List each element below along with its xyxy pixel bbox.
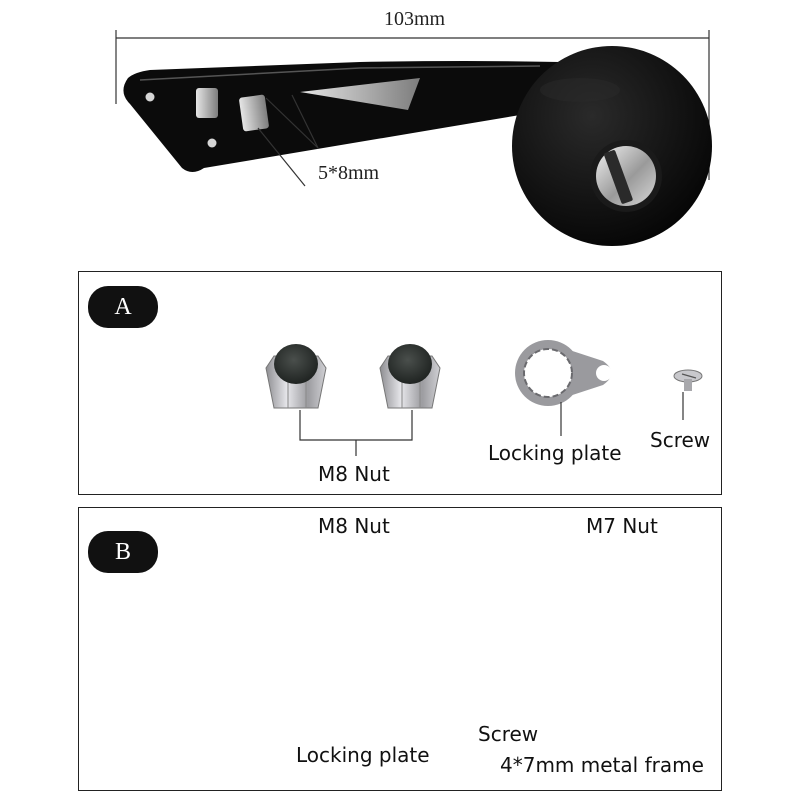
- slot-dimension-leaders: [257, 94, 319, 187]
- slot-dimension-label: 5*8mm: [318, 162, 380, 184]
- m8-nut-label: M8 Nut: [318, 514, 390, 538]
- arm-cutout: [300, 78, 420, 110]
- package-b-badge: B: [88, 531, 158, 573]
- length-dimension-label: 103mm: [384, 8, 446, 30]
- arm-hole-icon: [145, 92, 155, 102]
- handle-arm: [123, 61, 561, 172]
- metal-frame-label: 4*7mm metal frame: [500, 753, 704, 777]
- package-a-badge: A: [88, 286, 158, 328]
- arm-slot-icon: [239, 94, 269, 132]
- arm-hole-icon: [207, 138, 217, 148]
- m8-nut-icon: [379, 344, 441, 409]
- package-b-panel: [78, 507, 722, 791]
- locking-plate-label: Locking plate: [488, 441, 622, 465]
- handle-illustration: [115, 30, 712, 246]
- screw-label: Screw: [478, 722, 539, 746]
- m8-nut-icon: [265, 344, 327, 409]
- locking-plate-icon: [515, 340, 612, 406]
- m8-nut-label: M8 Nut: [318, 462, 390, 486]
- knob-bolt-icon: [590, 140, 662, 212]
- arm-slot-icon: [196, 88, 218, 118]
- locking-plate-label: Locking plate: [296, 743, 430, 767]
- screw-icon: [673, 369, 703, 391]
- screw-label: Screw: [650, 428, 711, 452]
- m7-nut-label: M7 Nut: [586, 514, 658, 538]
- m8-nut-bracket: [299, 410, 413, 456]
